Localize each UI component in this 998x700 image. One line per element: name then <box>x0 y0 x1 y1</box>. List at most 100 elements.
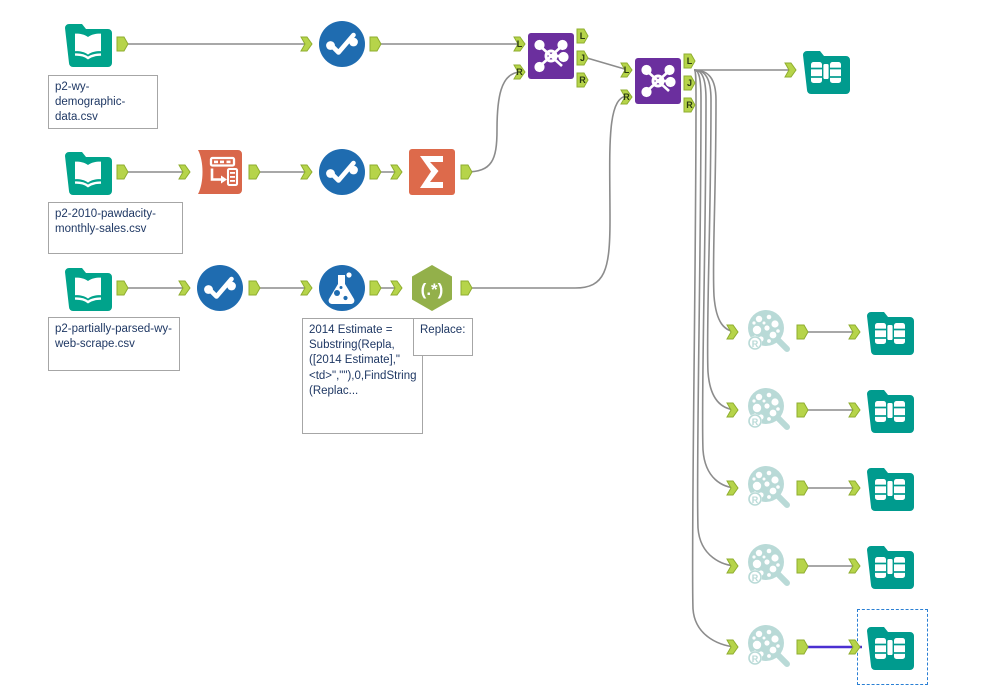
input-anchor-join1-right[interactable]: R <box>513 64 526 80</box>
tool-browse-5[interactable] <box>864 540 916 592</box>
anchor-label-join2-R: R <box>623 91 630 102</box>
output-anchor-join1-join[interactable]: J <box>576 50 589 66</box>
browse-icon <box>867 546 914 589</box>
annotation-input1[interactable]: p2-wy-demographic-data.csv <box>48 75 158 129</box>
output-anchor-input2[interactable] <box>116 164 129 180</box>
input-anchor-rtool5[interactable] <box>726 639 739 655</box>
connection-join2-rtool1 <box>693 69 739 333</box>
output-anchor-select2[interactable] <box>369 164 382 180</box>
tool-join-2[interactable] <box>634 57 682 105</box>
connection-join2-rtool4 <box>693 69 739 567</box>
r-investigation-icon: R <box>748 466 790 508</box>
tool-select-2[interactable] <box>316 146 368 198</box>
connection-join2-rtool3 <box>693 69 739 489</box>
annotation-formula1[interactable]: 2014 Estimate = Substring(Repla,([2014 E… <box>302 318 423 434</box>
anchor-label-join2-out-J: J <box>686 77 692 88</box>
r-investigation-icon: R <box>748 388 790 430</box>
anchor-label-join2-out-R: R <box>686 99 693 110</box>
output-anchor-join2-join[interactable]: J <box>683 75 696 91</box>
r-investigation-icon: R <box>748 544 790 586</box>
connection-regex1-join2 <box>466 95 629 289</box>
svg-text:R: R <box>752 339 759 349</box>
output-anchor-rtool2[interactable] <box>796 402 809 418</box>
input-data-icon <box>65 268 112 311</box>
tool-formula-1[interactable] <box>316 262 368 314</box>
browse-icon <box>867 390 914 433</box>
input-anchor-browse6[interactable] <box>848 639 861 655</box>
annotation-regex1[interactable]: Replace: <box>413 318 473 356</box>
input-anchor-join2-right[interactable]: R <box>620 89 633 105</box>
tool-browse-6-selected[interactable] <box>864 621 916 673</box>
tool-browse-2[interactable] <box>864 306 916 358</box>
input-anchor-formula1[interactable] <box>300 280 313 296</box>
input-anchor-browse2[interactable] <box>848 324 861 340</box>
input-anchor-browse4[interactable] <box>848 480 861 496</box>
output-anchor-rtool4[interactable] <box>796 558 809 574</box>
output-anchor-select3[interactable] <box>248 280 261 296</box>
tool-input-data-3[interactable] <box>62 262 114 314</box>
tool-browse-3[interactable] <box>864 384 916 436</box>
input-anchor-select1[interactable] <box>300 36 313 52</box>
input-anchor-rtool3[interactable] <box>726 480 739 496</box>
tool-browse-4[interactable] <box>864 462 916 514</box>
connection-summarize1-join1 <box>465 71 522 173</box>
tool-regex-1[interactable]: (.*) <box>406 262 458 314</box>
select-icon <box>319 149 365 195</box>
input-anchor-join2-left[interactable]: L <box>620 62 633 78</box>
tool-input-data-2[interactable] <box>62 146 114 198</box>
transpose-icon <box>198 150 242 194</box>
output-anchor-select1[interactable] <box>369 36 382 52</box>
svg-text:R: R <box>752 573 759 583</box>
output-anchor-formula1[interactable] <box>369 280 382 296</box>
tool-select-1[interactable] <box>316 18 368 70</box>
annotation-input2[interactable]: p2-2010-pawdacity-monthly-sales.csv <box>48 202 183 254</box>
svg-text:R: R <box>752 495 759 505</box>
tool-r-investigation-2[interactable]: R <box>742 384 794 436</box>
output-anchor-transpose1[interactable] <box>248 164 261 180</box>
input-anchor-browse5[interactable] <box>848 558 861 574</box>
tool-r-investigation-1[interactable]: R <box>742 306 794 358</box>
input-anchor-select2[interactable] <box>300 164 313 180</box>
input-anchor-rtool1[interactable] <box>726 324 739 340</box>
annotation-input3[interactable]: p2-partially-parsed-wy-web-scrape.csv <box>48 317 180 371</box>
svg-text:R: R <box>752 654 759 664</box>
input-anchor-rtool4[interactable] <box>726 558 739 574</box>
input-anchor-join1-left[interactable]: L <box>513 36 526 52</box>
anchor-label-join2-out-L: L <box>686 55 693 66</box>
svg-text:R: R <box>752 417 759 427</box>
input-anchor-select3[interactable] <box>178 280 191 296</box>
output-anchor-rtool5[interactable] <box>796 639 809 655</box>
anchor-label-join2-L: L <box>623 64 630 75</box>
input-anchor-browse1[interactable] <box>784 62 797 78</box>
output-anchor-join1-left[interactable]: L <box>576 28 589 44</box>
tool-r-investigation-3[interactable]: R <box>742 462 794 514</box>
formula-icon <box>319 265 365 311</box>
tool-input-data-1[interactable] <box>62 18 114 70</box>
input-anchor-regex1[interactable] <box>390 280 403 296</box>
tool-summarize-1[interactable] <box>406 146 458 198</box>
output-anchor-join2-right[interactable]: R <box>683 97 696 113</box>
output-anchor-rtool3[interactable] <box>796 480 809 496</box>
output-anchor-input3[interactable] <box>116 280 129 296</box>
tool-transpose-1[interactable] <box>194 146 246 198</box>
tool-browse-1[interactable] <box>800 45 852 97</box>
input-anchor-rtool2[interactable] <box>726 402 739 418</box>
tool-join-1[interactable] <box>527 32 575 80</box>
anchor-label-join1-out-R: R <box>579 74 586 85</box>
output-anchor-join1-right[interactable]: R <box>576 72 589 88</box>
output-anchor-join2-left[interactable]: L <box>683 53 696 69</box>
tool-select-3[interactable] <box>194 262 246 314</box>
input-anchor-browse3[interactable] <box>848 402 861 418</box>
output-anchor-summarize1[interactable] <box>460 164 473 180</box>
output-anchor-input1[interactable] <box>116 36 129 52</box>
output-anchor-rtool1[interactable] <box>796 324 809 340</box>
anchor-label-join1-out-L: L <box>579 30 586 41</box>
output-anchor-regex1[interactable] <box>460 280 473 296</box>
select-icon <box>197 265 243 311</box>
browse-icon <box>867 312 914 355</box>
tool-r-investigation-4[interactable]: R <box>742 540 794 592</box>
input-anchor-transpose1[interactable] <box>178 164 191 180</box>
input-anchor-summarize1[interactable] <box>390 164 403 180</box>
tool-r-investigation-5[interactable]: R <box>742 621 794 673</box>
